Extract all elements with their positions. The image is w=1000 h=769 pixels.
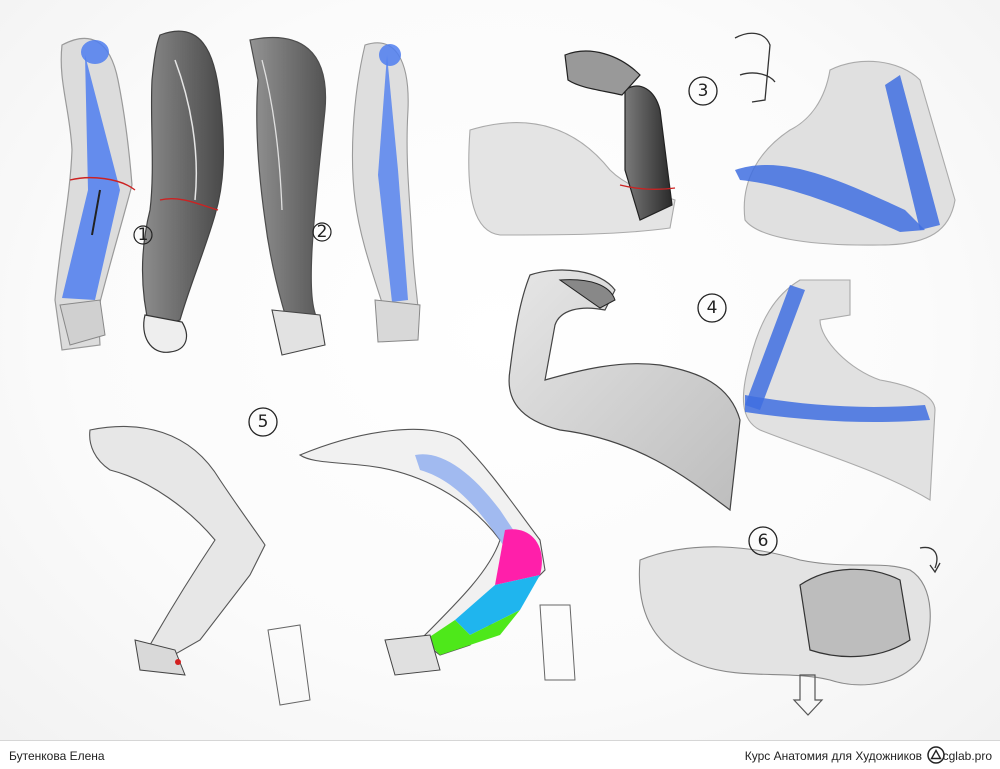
author-name: Бутенкова Елена xyxy=(9,749,105,763)
course-title: Курс Анатомия для Художников xyxy=(744,749,922,763)
svg-text:6: 6 xyxy=(758,531,769,551)
svg-text:5: 5 xyxy=(258,412,269,432)
svg-text:3: 3 xyxy=(698,81,709,101)
sketch-arm-front-bones xyxy=(54,37,136,351)
sketch-arm-side-bones xyxy=(351,42,421,343)
rotation-arrow-icon xyxy=(919,546,941,574)
drawing-canvas: 1 2 3 4 5 6 xyxy=(0,0,1000,740)
figure-number-3: 3 xyxy=(688,76,718,106)
arm-anatomy-sheet: 1 2 3 4 5 6 xyxy=(54,30,956,716)
figure-number-2: 2 xyxy=(312,222,332,242)
sketch-extended-arm-5 xyxy=(89,425,311,706)
logo-triangle-circle-icon xyxy=(927,746,945,764)
sketch-flexed-arm-4 xyxy=(508,269,741,512)
sketch-arm-side-muscles xyxy=(249,36,327,356)
figure-number-1: 1 xyxy=(133,225,153,245)
sketch-flexed-arm-4-bones xyxy=(742,279,936,501)
brand-link[interactable]: cglab.pro xyxy=(942,749,992,763)
figure-number-6: 6 xyxy=(748,526,778,556)
sketch-arm-front-muscles xyxy=(141,30,225,353)
svg-text:1: 1 xyxy=(138,225,149,245)
sketch-extended-arm-5-muscles xyxy=(298,428,576,681)
figure-number-4: 4 xyxy=(697,293,727,323)
svg-text:2: 2 xyxy=(317,222,328,242)
footer-bar: Бутенкова Елена Курс Анатомия для Художн… xyxy=(0,740,1000,769)
svg-text:4: 4 xyxy=(707,298,718,318)
rotation-arrow-icon xyxy=(734,32,776,103)
figure-number-5: 5 xyxy=(248,407,278,437)
sketch-flexed-arm-3-bones xyxy=(735,60,956,246)
sketch-hand-6 xyxy=(638,546,931,716)
sketch-flexed-arm-3 xyxy=(468,50,676,236)
